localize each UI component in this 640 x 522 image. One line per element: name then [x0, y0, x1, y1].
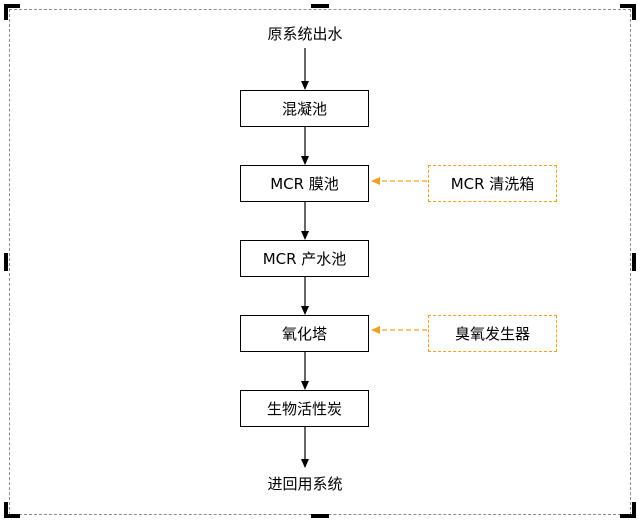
handle-top-left-v[interactable] — [4, 4, 8, 20]
handle-top-right-v[interactable] — [632, 4, 636, 20]
handle-mid-right[interactable] — [632, 253, 636, 271]
step-mcr-membrane-tank[interactable]: MCR 膜池 — [240, 165, 369, 202]
handle-top-right-h[interactable] — [620, 4, 636, 8]
step-coagulation-tank[interactable]: 混凝池 — [240, 90, 369, 127]
end-label: 进回用系统 — [267, 475, 343, 493]
handle-bottom-left-v[interactable] — [4, 502, 8, 518]
handle-bottom-right-h[interactable] — [620, 514, 636, 518]
source-label: 原系统出水 — [267, 25, 343, 43]
handle-bottom-right-v[interactable] — [632, 502, 636, 518]
handle-bottom-left-h[interactable] — [4, 514, 20, 518]
step-mcr-product-water-tank[interactable]: MCR 产水池 — [240, 240, 369, 277]
handle-bottom-mid[interactable] — [311, 514, 329, 518]
step-oxidation-tower[interactable]: 氧化塔 — [240, 315, 369, 352]
aux-ozone-generator[interactable]: 臭氧发生器 — [428, 315, 557, 352]
handle-top-left-h[interactable] — [4, 4, 20, 8]
handle-top-mid[interactable] — [311, 4, 329, 8]
handle-mid-left[interactable] — [4, 253, 8, 271]
step-biological-activated-carbon[interactable]: 生物活性炭 — [240, 390, 369, 427]
aux-mcr-cleaning-tank[interactable]: MCR 清洗箱 — [428, 165, 557, 202]
